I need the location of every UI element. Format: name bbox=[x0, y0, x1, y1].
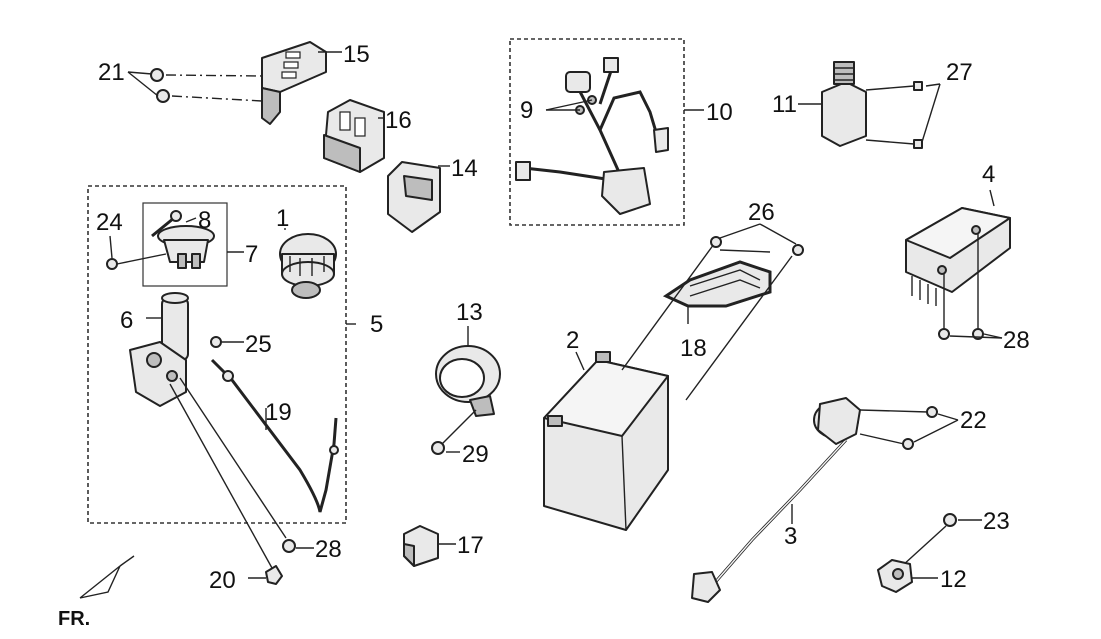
cable-part-19 bbox=[210, 358, 339, 513]
nuts-part-27 bbox=[913, 81, 923, 149]
holder-part-14 bbox=[387, 161, 441, 233]
screw-part-29 bbox=[431, 409, 477, 455]
wire-harness-part-10 bbox=[515, 57, 669, 215]
callout-3: 3 bbox=[784, 523, 797, 550]
callout-18: 18 bbox=[680, 335, 707, 362]
callout-16: 16 bbox=[385, 107, 412, 134]
bracket-part-18 bbox=[662, 260, 772, 308]
callout-25: 25 bbox=[245, 331, 272, 358]
screw-part-25 bbox=[210, 336, 222, 348]
nut-part-28-lower bbox=[282, 539, 296, 553]
callout-8: 8 bbox=[198, 207, 211, 234]
screw-part-24 bbox=[106, 253, 167, 270]
callout-6: 6 bbox=[120, 307, 133, 334]
callout-4: 4 bbox=[982, 161, 995, 188]
callout-20: 20 bbox=[209, 567, 236, 594]
callout-11: 11 bbox=[772, 91, 797, 118]
clip-part-17 bbox=[403, 525, 439, 567]
callout-9: 9 bbox=[520, 97, 533, 124]
callout-28-upper: 28 bbox=[1003, 327, 1030, 354]
connector-part-16 bbox=[323, 99, 385, 173]
latch-part-6 bbox=[129, 292, 189, 407]
horn-part-13 bbox=[435, 345, 501, 417]
callout-27: 27 bbox=[946, 59, 973, 86]
callout-5: 5 bbox=[370, 311, 383, 338]
screw-part-23 bbox=[901, 513, 957, 567]
front-label: FR. bbox=[58, 608, 90, 630]
ignition-coil-part-3 bbox=[691, 397, 861, 603]
callout-26: 26 bbox=[748, 199, 775, 226]
callout-21: 21 bbox=[98, 59, 125, 86]
group-box-5 bbox=[87, 185, 347, 524]
group-box-10 bbox=[509, 38, 685, 226]
nut-part-20 bbox=[265, 565, 283, 585]
callout-17: 17 bbox=[457, 532, 484, 559]
lock-assembly-part-7 bbox=[157, 225, 215, 269]
cover-part-15 bbox=[261, 41, 327, 125]
screw-part-8 bbox=[151, 210, 182, 238]
callout-28-lower: 28 bbox=[315, 536, 342, 563]
callout-29: 29 bbox=[462, 441, 489, 468]
front-direction-indicator bbox=[79, 555, 135, 599]
callout-15: 15 bbox=[343, 41, 370, 68]
screws-part-21 bbox=[150, 68, 170, 103]
callout-14: 14 bbox=[451, 155, 478, 182]
callout-1: 1 bbox=[276, 205, 289, 232]
callout-24: 24 bbox=[96, 209, 123, 236]
callout-23: 23 bbox=[983, 508, 1010, 535]
sensor-part-12 bbox=[877, 559, 913, 593]
battery-part-2 bbox=[543, 351, 669, 531]
callout-10: 10 bbox=[706, 99, 733, 126]
callout-22: 22 bbox=[960, 407, 987, 434]
callout-19: 19 bbox=[265, 399, 292, 426]
screws-part-22 bbox=[902, 406, 938, 450]
fuel-cap-part-1 bbox=[279, 233, 337, 299]
callout-7: 7 bbox=[245, 241, 258, 268]
callout-2: 2 bbox=[566, 327, 579, 354]
callout-13: 13 bbox=[456, 299, 483, 326]
relay-part-11 bbox=[821, 61, 867, 147]
group-box-7 bbox=[142, 202, 228, 287]
screws-part-26 bbox=[710, 236, 804, 256]
callout-12: 12 bbox=[940, 566, 967, 593]
regulator-part-4 bbox=[905, 207, 1011, 306]
